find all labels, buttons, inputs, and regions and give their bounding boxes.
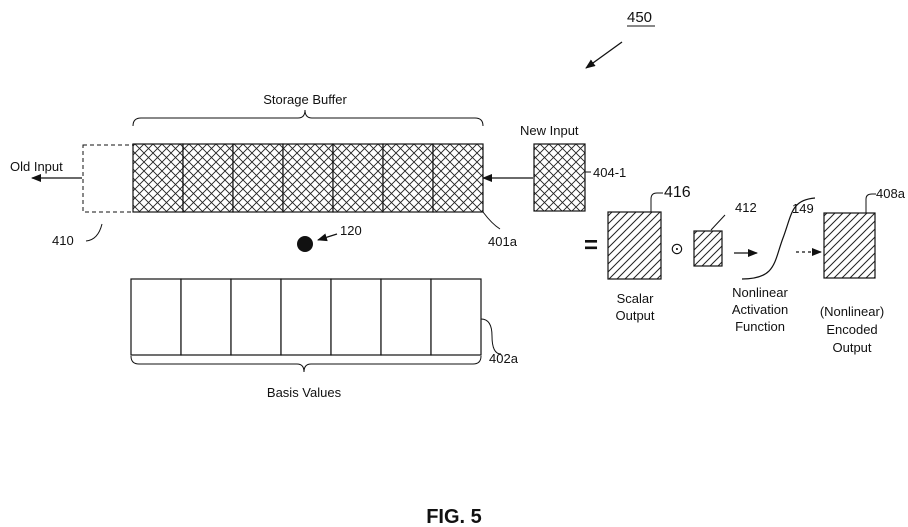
storage-buffer-brace xyxy=(132,109,484,127)
new-input-label: New Input xyxy=(520,123,579,138)
weight-block-leader xyxy=(710,214,726,231)
storage-buffer-cell xyxy=(132,143,184,213)
storage-buffer-cell xyxy=(232,143,284,213)
basis-value-cell xyxy=(180,278,232,356)
encoded-output-label-line2: Encoded xyxy=(826,322,877,337)
equals-sign: = xyxy=(584,232,598,259)
encoded-output-block xyxy=(823,212,876,279)
basis-value-cell xyxy=(380,278,432,356)
basis-values xyxy=(130,278,482,356)
basis-value-cell xyxy=(230,278,282,356)
activation-function-ref: 149 xyxy=(792,201,814,216)
storage-buffer-cell xyxy=(432,143,484,213)
basis-value-cell xyxy=(430,278,482,356)
weight-block-ref: 412 xyxy=(735,200,757,215)
new-input-block xyxy=(533,143,586,212)
storage-buffer xyxy=(132,143,484,213)
old-input-slot xyxy=(82,144,134,213)
basis-values-title: Basis Values xyxy=(267,385,342,400)
old-input-ref: 410 xyxy=(52,233,74,248)
element-dot-arrow xyxy=(317,233,338,242)
elementwise-product-symbol: ⊙ xyxy=(670,241,683,258)
scalar-output-block xyxy=(607,211,662,280)
encoded-output-ref: 408a xyxy=(876,186,906,201)
basis-value-cell xyxy=(280,278,332,356)
activation-label-line2: Activation xyxy=(732,302,788,317)
old-input-label: Old Input xyxy=(10,159,63,174)
basis-value-cell xyxy=(330,278,382,356)
element-dot xyxy=(297,236,313,252)
storage-buffer-cell xyxy=(332,143,384,213)
encoded-output-leader xyxy=(865,193,876,213)
weight-block xyxy=(693,230,723,267)
new-input-ref: 404-1 xyxy=(593,165,626,180)
activation-label-line1: Nonlinear xyxy=(732,285,788,300)
figure-ref-arrow xyxy=(585,41,623,69)
encoded-output-label-line3: Output xyxy=(832,340,871,355)
figure-caption: FIG. 5 xyxy=(426,506,482,527)
storage-buffer-title: Storage Buffer xyxy=(263,92,347,107)
activation-label-line3: Function xyxy=(735,319,785,334)
scalar-output-label-line1: Scalar xyxy=(617,291,655,306)
storage-buffer-cell xyxy=(382,143,434,213)
storage-buffer-cell xyxy=(282,143,334,213)
element-dot-ref: 120 xyxy=(340,223,362,238)
basis-values-brace xyxy=(130,355,482,373)
activation-function-curve xyxy=(741,197,816,280)
storage-buffer-leader xyxy=(482,211,501,230)
figure-ref-number: 450 xyxy=(627,9,652,26)
scalar-output-leader xyxy=(650,192,663,212)
scalar-output-label-line2: Output xyxy=(615,308,654,323)
encoded-output-label-line1: (Nonlinear) xyxy=(820,304,884,319)
scalar-output-ref: 416 xyxy=(664,184,691,201)
basis-values-ref: 402a xyxy=(489,351,519,366)
storage-buffer-cell xyxy=(182,143,234,213)
basis-value-cell xyxy=(130,278,182,356)
old-input-leader xyxy=(85,223,103,242)
basis-values-leader xyxy=(480,318,502,355)
storage-buffer-ref: 401a xyxy=(488,234,518,249)
